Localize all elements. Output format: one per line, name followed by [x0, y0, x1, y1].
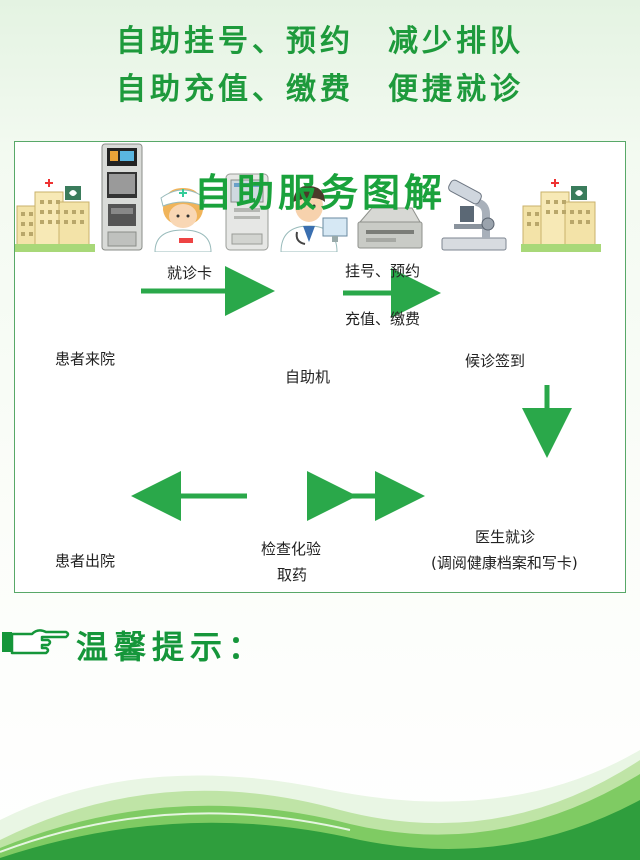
- printer-icon: [357, 207, 423, 249]
- slogan-register: 自助挂号、预约: [116, 24, 354, 59]
- slogan-payment: 自助充值、缴费: [116, 72, 354, 107]
- node-label-doctor-note: (调阅健康档案和写卡): [431, 554, 578, 572]
- node-label-kiosk: 自助机: [285, 368, 331, 386]
- tips-section: 温馨提示：: [0, 616, 300, 666]
- slogan-line-2: 自助充值、缴费便捷就诊: [0, 64, 640, 108]
- edge-label-register: 挂号、预约: [345, 262, 421, 280]
- terminal-icon: [225, 173, 269, 251]
- hospital-icon: [15, 179, 95, 252]
- decorative-waves: [0, 750, 640, 860]
- nurse-icon: [154, 188, 212, 253]
- node-label-lab: 检查化验: [261, 540, 322, 558]
- node-label-leave: 患者出院: [55, 552, 116, 570]
- kiosk-icon: [101, 143, 143, 251]
- tips-title: 温馨提示：: [76, 628, 267, 666]
- edge-label-card: 就诊卡: [167, 264, 213, 282]
- microscope-icon: [441, 179, 507, 251]
- slogan-less-queue: 减少排队: [388, 24, 524, 59]
- node-label-arrive: 患者来院: [55, 350, 116, 368]
- pointing-hand-icon: [2, 629, 70, 655]
- node-label-doctor: 医生就诊: [475, 528, 536, 546]
- node-label-checkin: 候诊签到: [465, 352, 526, 370]
- slogan-line-1: 自助挂号、预约减少排队: [0, 16, 640, 60]
- diagram-title: 自助服务图解: [193, 171, 446, 215]
- edge-label-topup: 充值、缴费: [345, 310, 421, 328]
- slogan-convenient: 便捷就诊: [388, 72, 524, 107]
- hospital-icon: [520, 179, 601, 252]
- doctor-icon: [280, 185, 348, 253]
- node-label-pharmacy: 取药: [277, 566, 308, 584]
- flow-arrows: [131, 266, 572, 521]
- service-diagram-panel: 自助服务图解 就诊卡 挂号、预约 充值、缴费: [14, 141, 626, 593]
